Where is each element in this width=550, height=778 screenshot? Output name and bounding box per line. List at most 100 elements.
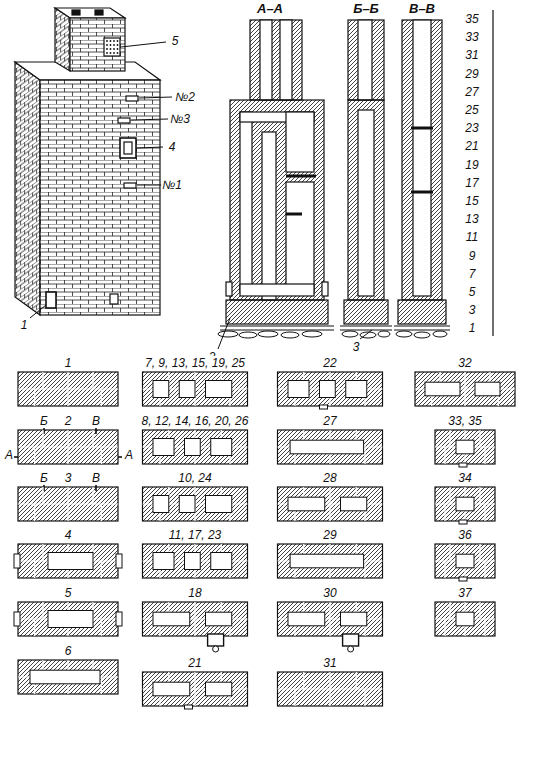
drawing-stroke <box>110 48 112 50</box>
drawing-stroke <box>302 331 322 337</box>
plan-label: 31 <box>322 656 337 670</box>
drawing-stroke <box>153 612 190 626</box>
section-title: В–В <box>408 2 436 16</box>
drawing-stroke <box>211 439 232 456</box>
row-number: 13 <box>464 212 479 226</box>
row-number: 29 <box>464 67 479 81</box>
plan-label: 37 <box>457 586 472 600</box>
floor-line <box>340 326 392 330</box>
drawing-stroke <box>435 544 495 578</box>
floor-line <box>220 326 334 330</box>
plan-label: 32 <box>457 356 472 370</box>
drawing-stroke <box>143 672 248 706</box>
drawing-stroke <box>278 372 383 409</box>
drawing-stroke <box>113 44 115 46</box>
drawing-stroke <box>278 672 383 706</box>
drawing-stroke <box>117 44 119 46</box>
plan-label: 2 <box>64 414 73 428</box>
damper <box>286 176 316 214</box>
grille-5 <box>104 38 120 56</box>
row-number: 31 <box>464 48 479 62</box>
drawing-stroke <box>208 634 224 646</box>
door-4-inner <box>124 142 132 154</box>
cleanout <box>226 282 232 296</box>
drawing-stroke <box>343 634 359 646</box>
drawing-stroke <box>435 430 495 464</box>
chimney-wall <box>250 20 302 100</box>
row-scale <box>492 10 493 336</box>
drawing-stroke <box>143 430 248 464</box>
drawing-stroke <box>435 430 495 467</box>
front-face <box>40 80 160 315</box>
section-a <box>220 20 334 330</box>
row-number: 7 <box>468 267 477 281</box>
drawing-stroke <box>435 487 495 524</box>
drawing-stroke <box>290 554 364 568</box>
row-number: 25 <box>464 103 479 117</box>
drawing-stroke <box>278 544 383 578</box>
drawing-stroke <box>258 331 278 337</box>
drawing-stroke <box>143 430 248 464</box>
drawing-stroke <box>378 331 390 337</box>
section-title: А–А <box>256 2 284 16</box>
foundation-stones <box>218 331 447 338</box>
drawing-stroke <box>18 487 118 521</box>
drawing-stroke <box>278 544 383 578</box>
plan-label: 6 <box>64 644 73 658</box>
flue-opening <box>72 10 80 15</box>
drawing-stroke <box>433 331 447 337</box>
drawing-stroke <box>435 487 495 521</box>
course-plans <box>14 372 515 709</box>
row-number: 19 <box>464 158 479 172</box>
drawing-stroke <box>18 487 118 521</box>
cleanout-1 <box>46 292 56 308</box>
stove-view <box>15 8 160 315</box>
drawing-stroke <box>18 372 118 406</box>
section-v <box>394 10 493 336</box>
firebox <box>286 182 314 292</box>
drawing-stroke <box>185 705 193 709</box>
drawing-stroke <box>278 430 383 464</box>
drawing-stroke <box>116 554 122 568</box>
damper-1 <box>124 183 136 188</box>
damper <box>411 128 433 192</box>
side-face <box>15 62 40 315</box>
row-number: 9 <box>468 249 477 263</box>
drawing-stroke <box>290 440 364 454</box>
drawing-stroke <box>239 332 257 338</box>
drawing-stroke <box>435 430 495 464</box>
drawing-stroke <box>113 40 115 42</box>
row-number: 23 <box>464 121 479 135</box>
drawing-stroke <box>278 602 383 652</box>
plan-label: 11, 17, 23 <box>168 528 223 542</box>
chimney-front <box>70 18 125 71</box>
drawing-stroke <box>435 602 495 636</box>
drawing-stroke <box>143 672 248 709</box>
row-number: 11 <box>465 230 479 244</box>
section-b <box>340 20 392 330</box>
drawing-stroke <box>131 119 168 120</box>
body-wall <box>348 100 384 300</box>
drawing-stroke <box>18 430 118 464</box>
drawing-stroke <box>414 332 430 338</box>
callout-number: 5 <box>171 34 180 48</box>
drawing-stroke <box>143 602 248 652</box>
drawing-stroke <box>18 660 118 694</box>
drawing-stroke <box>206 612 232 626</box>
drawing-stroke <box>153 381 169 398</box>
drawing-stroke <box>206 381 232 398</box>
drawing-stroke <box>278 672 383 706</box>
chimney-side <box>55 8 70 71</box>
drawing-stroke <box>425 382 460 396</box>
drawing-stroke <box>110 44 112 46</box>
drawing-stroke <box>18 372 118 406</box>
section-mark: А <box>124 448 134 462</box>
drawing-stroke <box>218 331 238 337</box>
drawing-stroke <box>278 430 383 464</box>
drawing-stroke <box>18 660 118 694</box>
flue-opening <box>95 10 103 15</box>
callout-number: №3 <box>169 112 191 126</box>
door-4 <box>120 138 136 158</box>
drawing-stroke <box>278 602 383 636</box>
section-mark: А <box>4 448 14 462</box>
